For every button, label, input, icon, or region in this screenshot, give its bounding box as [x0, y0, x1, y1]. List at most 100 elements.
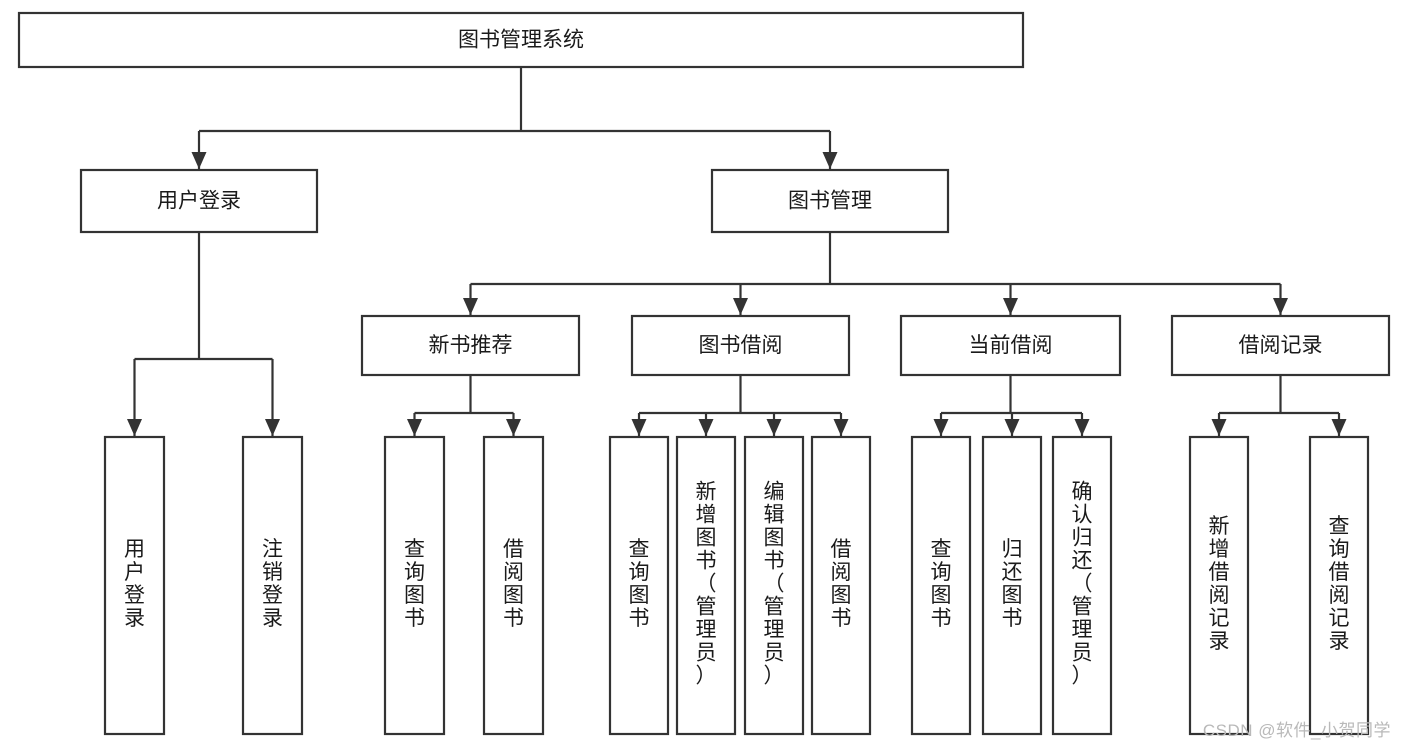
- node-box-book-borrow: [630, 314, 851, 377]
- node-label-leaf-confirm-return-char-2: 归: [1072, 527, 1093, 550]
- node-label-leaf-edit-book-char-6: 理: [764, 619, 785, 642]
- node-box-current-borrow: [899, 314, 1122, 377]
- arrow-head-icon: [766, 419, 782, 436]
- node-label-leaf-edit-book-char-5: 管: [764, 596, 785, 619]
- node-label-leaf-query-book-cur-char-3: 书: [931, 607, 952, 630]
- node-box-leaf-query-book: [608, 435, 670, 736]
- arrow-head-icon: [127, 419, 142, 436]
- node-label-leaf-add-record-char-1: 增: [1209, 538, 1230, 561]
- node-label-leaf-user-login-char-2: 登: [124, 584, 145, 607]
- node-label-leaf-add-record-char-0: 新: [1209, 515, 1230, 538]
- node-box-root: [17, 11, 1025, 69]
- node-label-leaf-logout-char-0: 注: [262, 538, 283, 561]
- node-leaf-user-login[interactable]: 用户登录: [103, 435, 166, 736]
- node-box-leaf-add-record: [1188, 435, 1250, 736]
- node-label-leaf-edit-book-char-8: ）: [764, 665, 785, 688]
- node-label-book-manage: 图书管理: [788, 190, 872, 213]
- node-label-leaf-borrow-book-char-3: 书: [831, 607, 852, 630]
- node-label-leaf-query-book-rec-char-0: 查: [404, 538, 425, 561]
- node-root[interactable]: 图书管理系统: [17, 11, 1025, 69]
- node-label-leaf-edit-book-char-2: 图: [764, 527, 785, 550]
- node-box-leaf-query-book-rec: [383, 435, 446, 736]
- node-label-leaf-query-book-rec-char-2: 图: [404, 584, 425, 607]
- node-label-leaf-borrow-book-char-0: 借: [831, 538, 852, 561]
- node-borrow-record[interactable]: 借阅记录: [1170, 314, 1391, 377]
- node-label-leaf-add-record-char-5: 录: [1209, 630, 1230, 653]
- node-label-leaf-confirm-return-char-7: 员: [1072, 642, 1093, 665]
- node-label-leaf-query-record-char-3: 阅: [1329, 584, 1350, 607]
- node-label-leaf-add-record-char-3: 阅: [1209, 584, 1230, 607]
- node-user-login[interactable]: 用户登录: [79, 168, 319, 234]
- arrow-head-icon: [833, 419, 849, 436]
- node-book-borrow[interactable]: 图书借阅: [630, 314, 851, 377]
- node-label-leaf-query-book-char-3: 书: [629, 607, 650, 630]
- arrow-head-icon: [1211, 419, 1227, 436]
- node-label-leaf-return-book-char-0: 归: [1002, 538, 1023, 561]
- node-box-leaf-return-book: [981, 435, 1043, 736]
- arrow-head-icon: [933, 419, 949, 436]
- node-label-leaf-borrow-book-char-1: 阅: [831, 561, 852, 584]
- arrow-head-icon: [265, 419, 280, 436]
- node-label-user-login: 用户登录: [157, 190, 241, 213]
- arrow-head-icon: [733, 298, 748, 315]
- node-label-borrow-record: 借阅记录: [1239, 334, 1323, 357]
- node-label-leaf-user-login-char-3: 录: [124, 607, 145, 630]
- node-label-leaf-query-book-char-1: 询: [629, 561, 650, 584]
- node-label-leaf-query-record-char-2: 借: [1329, 561, 1350, 584]
- node-label-leaf-query-book-rec-char-1: 询: [404, 561, 425, 584]
- node-label-leaf-add-book-char-4: （: [696, 573, 717, 596]
- node-label-leaf-query-book-rec-char-3: 书: [404, 607, 425, 630]
- node-new-book-rec[interactable]: 新书推荐: [360, 314, 581, 377]
- nodes-layer: 图书管理系统用户登录图书管理新书推荐图书借阅当前借阅借阅记录用户登录注销登录查询…: [17, 11, 1391, 736]
- arrow-head-icon: [631, 419, 647, 436]
- node-label-leaf-add-book-char-5: 管: [696, 596, 717, 619]
- node-box-leaf-add-book: [675, 435, 737, 736]
- node-label-leaf-logout-char-1: 销: [262, 561, 283, 584]
- node-label-leaf-query-book-char-2: 图: [629, 584, 650, 607]
- node-book-manage[interactable]: 图书管理: [710, 168, 950, 234]
- node-label-leaf-return-book-char-1: 还: [1002, 561, 1023, 584]
- node-box-book-manage: [710, 168, 950, 234]
- arrow-head-icon: [822, 152, 838, 169]
- node-label-leaf-user-login-char-0: 用: [124, 538, 145, 561]
- node-label-leaf-confirm-return-char-5: 管: [1072, 596, 1093, 619]
- node-label-leaf-borrow-book-rec-char-0: 借: [503, 538, 524, 561]
- node-label-leaf-edit-book-char-1: 辑: [764, 504, 785, 527]
- node-label-leaf-query-book-cur-char-2: 图: [931, 584, 952, 607]
- node-label-leaf-query-book-cur-char-1: 询: [931, 561, 952, 584]
- node-label-leaf-query-book-cur-char-0: 查: [931, 538, 952, 561]
- node-box-leaf-logout: [241, 435, 304, 736]
- node-label-leaf-borrow-book-rec-char-1: 阅: [503, 561, 524, 584]
- node-label-leaf-confirm-return-char-1: 认: [1072, 504, 1093, 527]
- arrow-head-icon: [1273, 298, 1288, 315]
- edges-layer: [127, 67, 1347, 436]
- edge-group-borrow-record: [1211, 375, 1347, 436]
- node-label-root: 图书管理系统: [458, 29, 584, 52]
- node-box-leaf-query-book-cur: [910, 435, 972, 736]
- node-current-borrow[interactable]: 当前借阅: [899, 314, 1122, 377]
- node-label-leaf-add-book-char-2: 图: [696, 527, 717, 550]
- node-label-leaf-query-record-char-1: 询: [1329, 538, 1350, 561]
- csdn-watermark: CSDN @软件_小贺同学: [1202, 721, 1391, 740]
- edge-group-root: [191, 67, 838, 169]
- node-label-leaf-borrow-book-char-2: 图: [831, 584, 852, 607]
- node-label-leaf-confirm-return-char-4: （: [1072, 573, 1093, 596]
- arrow-head-icon: [191, 152, 207, 169]
- node-label-leaf-edit-book-char-0: 编: [764, 481, 785, 504]
- node-box-leaf-confirm-return: [1051, 435, 1113, 736]
- node-label-leaf-confirm-return-char-3: 还: [1072, 550, 1093, 573]
- arrow-head-icon: [1004, 419, 1020, 436]
